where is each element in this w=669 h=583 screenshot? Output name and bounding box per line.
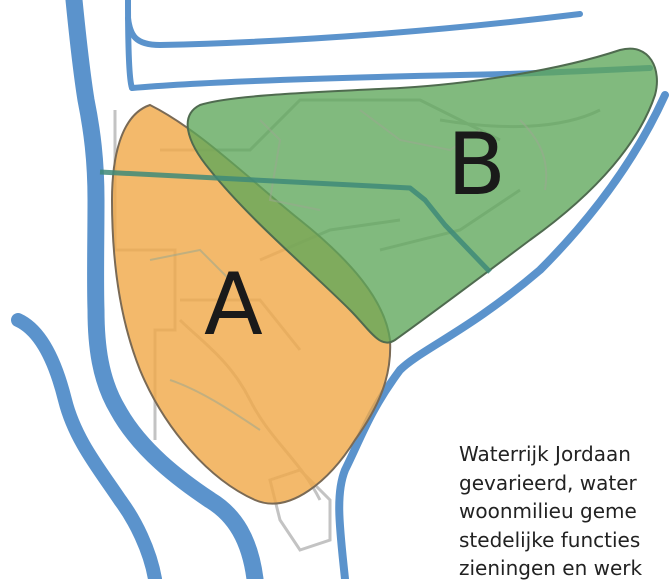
caption-text: Waterrijk Jordaan gevarieerd, water woon…: [459, 440, 669, 583]
caption-line: stedelijke functies: [459, 527, 641, 552]
caption-line: woonmilieu geme: [459, 499, 637, 523]
top-canal: [125, 11, 583, 48]
zone-a-label: A: [204, 255, 263, 355]
caption-line: Waterrijk Jordaan: [459, 442, 631, 466]
right-canal: [335, 91, 669, 579]
left-shore: [11, 313, 162, 579]
water-canals: [11, 0, 669, 579]
inner-left-canal: [125, 0, 135, 91]
caption-line: gevarieerd, water: [459, 470, 637, 495]
inner-building-lines: [149, 109, 548, 431]
caption-line: zieningen en werk: [459, 556, 643, 580]
left-canal: [65, 0, 264, 579]
green-route: [99, 169, 492, 274]
zone-b-label: B: [447, 115, 506, 215]
